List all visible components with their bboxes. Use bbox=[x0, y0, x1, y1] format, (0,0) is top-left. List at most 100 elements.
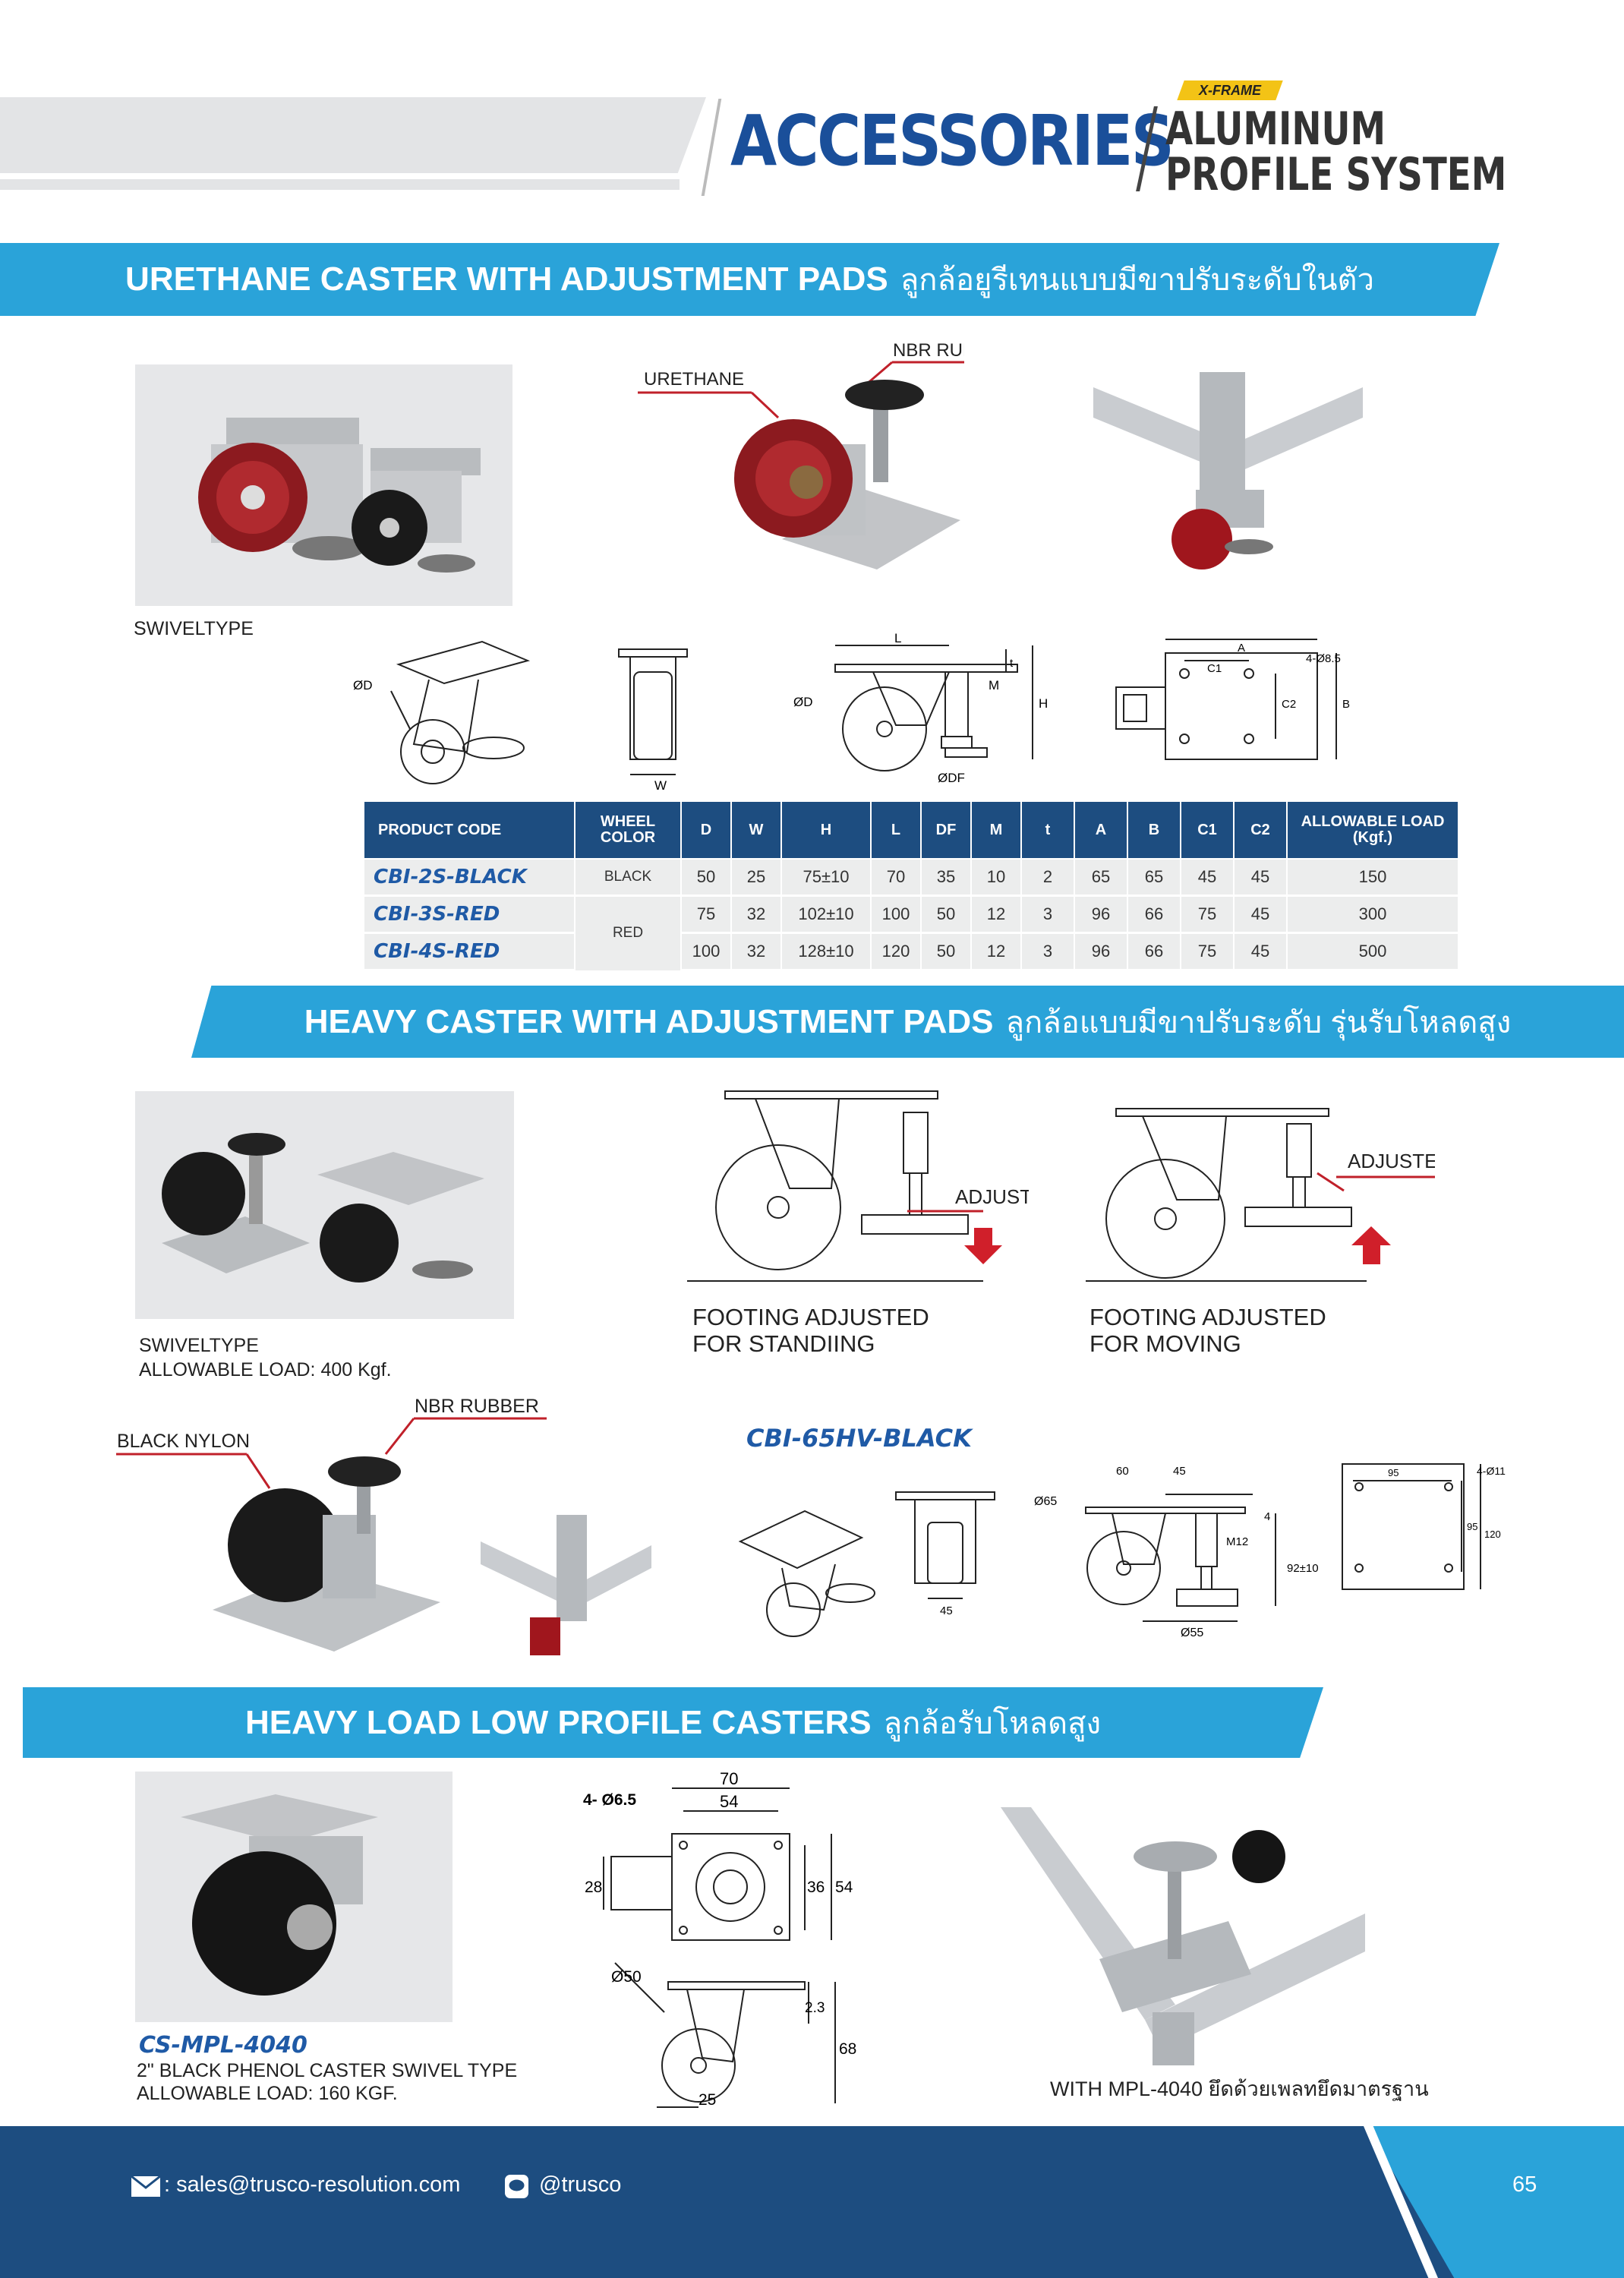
cell-t: 2 bbox=[1020, 859, 1075, 897]
dim-45-front: 45 bbox=[940, 1604, 953, 1617]
cell-l: 120 bbox=[870, 932, 922, 971]
section3-title-en: HEAVY LOAD LOW PROFILE CASTERS bbox=[244, 1703, 872, 1741]
cell-load: 150 bbox=[1286, 859, 1459, 897]
cell-d: 75 bbox=[680, 895, 732, 934]
dim-d55: Ø55 bbox=[1181, 1626, 1203, 1639]
section2-title-en: HEAVY CASTER WITH ADJUSTMENT PADS bbox=[304, 1002, 994, 1040]
header-stripe-bottom bbox=[0, 179, 680, 190]
dim-a: A bbox=[1238, 642, 1245, 655]
callout-urethane: URETHANE bbox=[644, 369, 744, 390]
cell-c1: 45 bbox=[1180, 859, 1235, 897]
cell-w: 32 bbox=[730, 895, 782, 934]
dim-54-v: 54 bbox=[835, 1879, 853, 1896]
cell-b: 65 bbox=[1127, 859, 1181, 897]
th-h: H bbox=[780, 800, 872, 860]
swivel-casters-illustration bbox=[198, 418, 481, 573]
dim-70: 70 bbox=[720, 1769, 738, 1788]
adjuster-label-standing: ADJUSTER bbox=[955, 1185, 1029, 1208]
th-a: A bbox=[1074, 800, 1128, 860]
dim-60: 60 bbox=[1116, 1465, 1129, 1478]
footing-standing-2: FOR STANDIING bbox=[692, 1330, 875, 1357]
cell-a: 96 bbox=[1074, 895, 1128, 934]
section2-title-bar: HEAVY CASTER WITH ADJUSTMENT PADS ลูกล้อ… bbox=[191, 986, 1624, 1058]
dim-25: 25 bbox=[698, 2091, 716, 2109]
dim-hole-65: 4- Ø6.5 bbox=[583, 1791, 636, 1809]
table-row: CBI-3S-RED RED 75 32 102±10 100 50 12 3 … bbox=[363, 895, 1459, 970]
dim-120-v: 120 bbox=[1484, 1529, 1501, 1540]
cell-color: RED bbox=[574, 895, 682, 970]
header-subtitle-1: ALUMINUM bbox=[1165, 103, 1386, 156]
heavy-casters-illustration bbox=[162, 1133, 484, 1283]
footer bbox=[0, 2126, 1624, 2278]
dim-t: t bbox=[1010, 657, 1014, 670]
cell-d: 50 bbox=[680, 859, 732, 897]
section1-title-th: ลูกล้อยูรีเทนแบบมีขาปรับระดับในตัว bbox=[900, 263, 1374, 297]
dim-hole-11: 4-Ø11 bbox=[1477, 1465, 1506, 1477]
section3-product-photo bbox=[135, 1772, 453, 2022]
mail-icon bbox=[131, 2175, 161, 2197]
section3-technical-drawings: 70 54 4- Ø6.5 28 36 54 Ø50 2.3 68 25 bbox=[583, 1769, 856, 2109]
section1-product-photo bbox=[135, 364, 512, 606]
cell-m: 12 bbox=[970, 932, 1022, 971]
section1-technical-drawings: ØD W L t H M ØD ØDF A C1 B C2 4-Ø8.5 bbox=[353, 631, 1350, 793]
cell-d: 100 bbox=[680, 932, 732, 971]
th-c2: C2 bbox=[1233, 800, 1288, 860]
section2-title-th: ลูกล้อแบบมีขาปรับระดับ รุ่นรับโหลดสูง bbox=[1005, 1005, 1512, 1040]
header-slash-1 bbox=[701, 99, 722, 196]
footing-moving-2: FOR MOVING bbox=[1089, 1330, 1241, 1357]
adjuster-standing-diagram: ADJUSTER bbox=[687, 1090, 1029, 1282]
footer-line-id[interactable]: @trusco bbox=[539, 2172, 622, 2197]
cell-l: 70 bbox=[870, 859, 922, 897]
cell-load: 500 bbox=[1286, 932, 1459, 971]
cell-c1: 75 bbox=[1180, 932, 1235, 971]
page-number: 65 bbox=[1512, 2172, 1537, 2197]
section1-title-en: URETHANE CASTER WITH ADJUSTMENT PADS bbox=[125, 260, 888, 298]
dim-4: 4 bbox=[1264, 1510, 1270, 1523]
dim-hole: 4-Ø8.5 bbox=[1306, 652, 1341, 665]
phenol-caster-illustration bbox=[181, 1794, 378, 1996]
dim-d65: Ø65 bbox=[1034, 1495, 1057, 1508]
dim-w: W bbox=[654, 778, 667, 793]
section1-photo-caption: SWIVELTYPE bbox=[134, 618, 254, 639]
th-l: L bbox=[870, 800, 922, 860]
section3-caption-1: 2" BLACK PHENOL CASTER SWIVEL TYPE bbox=[137, 2060, 518, 2081]
cell-load: 300 bbox=[1286, 895, 1459, 934]
callout-nbr-rubber-2: NBR RUBBER bbox=[415, 1396, 539, 1417]
callout-nbr-rubber: NBR RUBBER bbox=[893, 340, 964, 361]
dim-d: ØD bbox=[353, 678, 373, 693]
table-row: CBI-2S-BLACK BLACK 50 25 75±10 70 35 10 … bbox=[363, 859, 1459, 897]
section2-product-code: CBI-65HV-BLACK bbox=[746, 1424, 972, 1453]
th-d: D bbox=[680, 800, 732, 860]
th-allowable-load: ALLOWABLE LOAD(Kgf.) bbox=[1286, 800, 1459, 860]
section1-assembly-illustration bbox=[1093, 372, 1363, 570]
cell-h: 128±10 bbox=[780, 932, 872, 971]
cell-color: BLACK bbox=[574, 859, 682, 897]
dim-95: 95 bbox=[1388, 1467, 1399, 1478]
footer-email[interactable]: : sales@trusco-resolution.com bbox=[164, 2172, 461, 2197]
section3-assembly-illustration bbox=[1001, 1807, 1365, 2065]
cell-m: 10 bbox=[970, 859, 1022, 897]
xframe-badge: X-FRAME bbox=[1177, 80, 1283, 100]
cell-w: 25 bbox=[730, 859, 782, 897]
section3-title-bar: HEAVY LOAD LOW PROFILE CASTERS ลูกล้อรับ… bbox=[23, 1687, 1323, 1758]
th-t: t bbox=[1020, 800, 1075, 860]
cell-h: 102±10 bbox=[780, 895, 872, 934]
cell-a: 65 bbox=[1074, 859, 1128, 897]
cell-t: 3 bbox=[1020, 932, 1075, 971]
dim-2-3: 2.3 bbox=[805, 2000, 825, 2016]
dim-28: 28 bbox=[585, 1879, 602, 1896]
cell-m: 12 bbox=[970, 895, 1022, 934]
section2-product-photo bbox=[135, 1091, 514, 1319]
dim-b: B bbox=[1342, 698, 1350, 711]
dim-df: ØDF bbox=[938, 771, 965, 785]
cell-b: 66 bbox=[1127, 895, 1181, 934]
dim-d50: Ø50 bbox=[611, 1968, 642, 1986]
adjuster-label-moving: ADJUSTER bbox=[1348, 1150, 1435, 1172]
th-b: B bbox=[1127, 800, 1181, 860]
cell-w: 32 bbox=[730, 932, 782, 971]
cell-t: 3 bbox=[1020, 895, 1075, 934]
section2-assembly-illustration bbox=[481, 1515, 651, 1655]
